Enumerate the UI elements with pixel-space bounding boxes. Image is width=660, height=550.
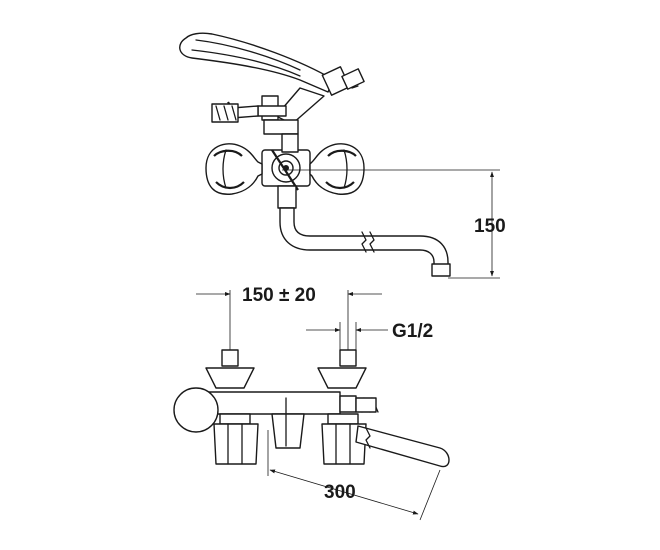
spout — [277, 185, 451, 277]
front-view — [179, 32, 500, 279]
dimension-thread-label: G1/2 — [392, 321, 433, 342]
dimension-center-distance-label: 150 ± 20 — [242, 285, 316, 306]
dimension-center-distance: 150 ± 20 — [196, 285, 382, 306]
handle-knob-left — [173, 387, 219, 433]
shower-holder — [211, 87, 325, 135]
dimension-height: 150 — [474, 171, 506, 277]
mixer-body — [205, 133, 365, 195]
dimension-height-label: 150 — [474, 216, 506, 237]
dimension-spout-length: 300 — [267, 430, 441, 521]
spout-plan — [355, 425, 450, 468]
handle-left — [213, 423, 259, 465]
handle-right — [321, 423, 367, 465]
dimension-thread: G1/2 — [306, 321, 433, 342]
dimension-spout-length-label: 300 — [324, 482, 356, 503]
hand-shower — [179, 32, 365, 96]
inlet-right — [339, 349, 357, 367]
inlet-left — [221, 349, 239, 367]
plan-view — [173, 290, 450, 468]
